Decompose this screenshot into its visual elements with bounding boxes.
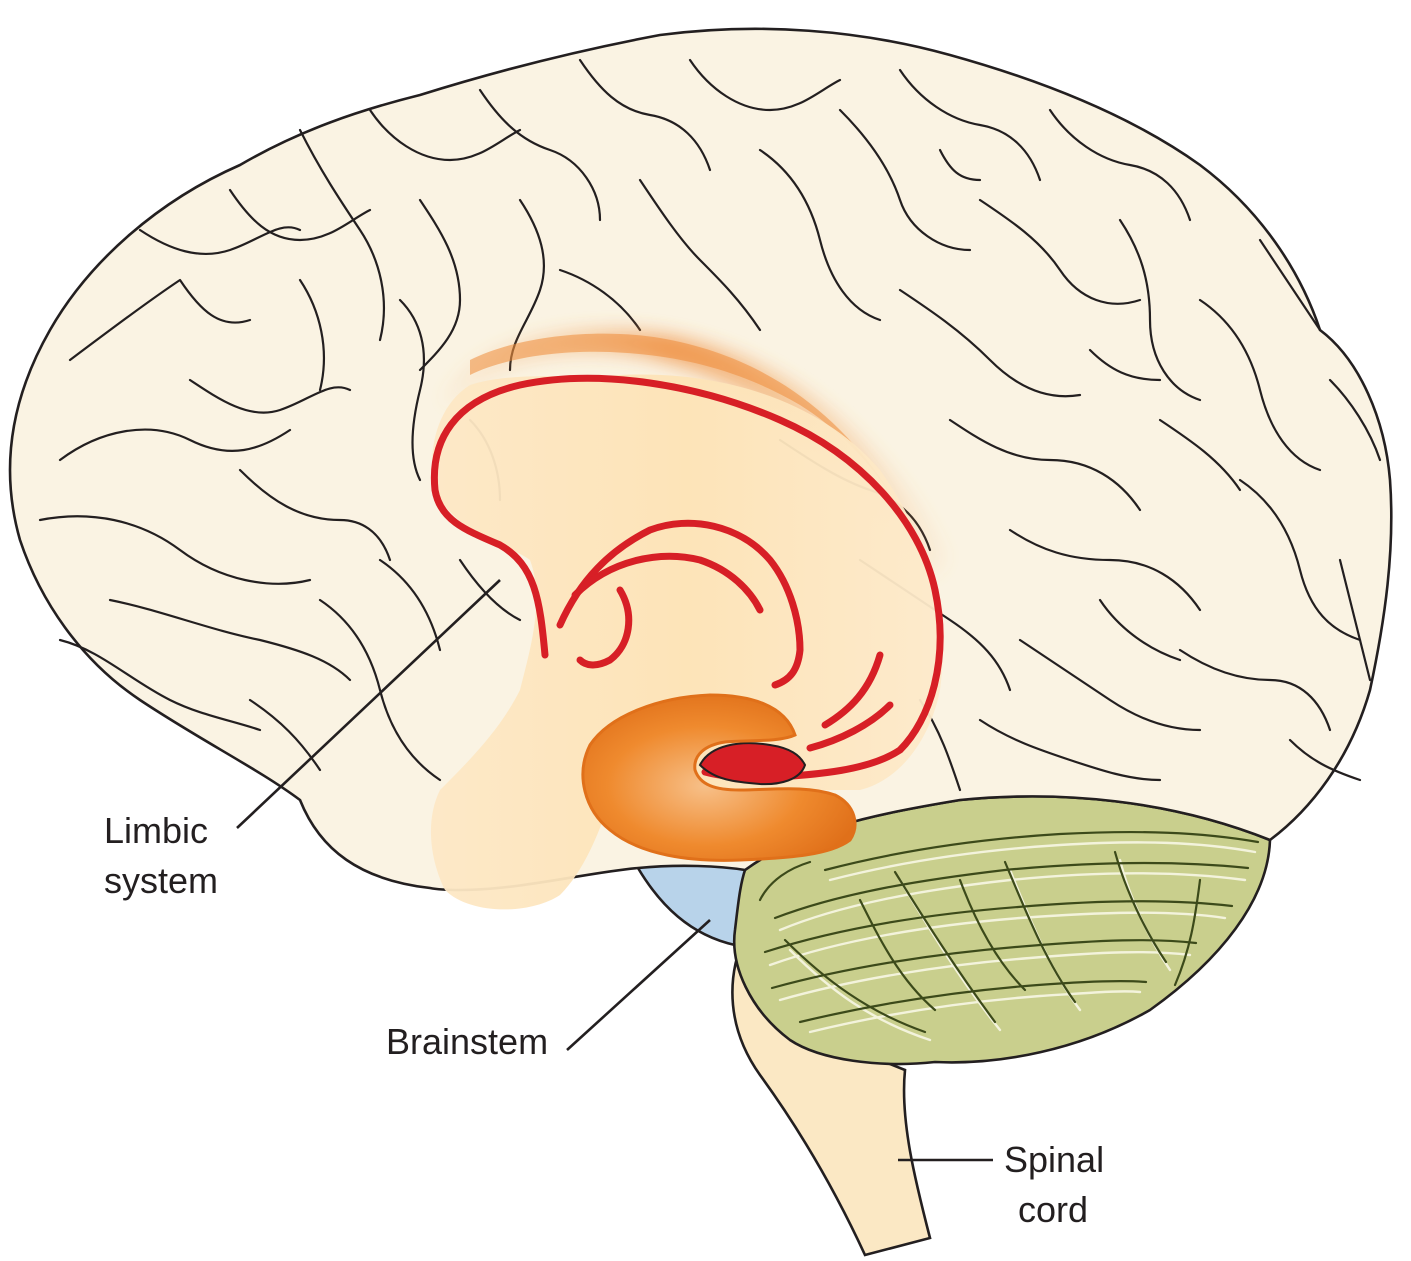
limbic-leader-line [236, 579, 501, 829]
brainstem-leader-line [566, 919, 711, 1051]
limbic-red-lines [430, 374, 944, 782]
brainstem-label: Brainstem [386, 1021, 548, 1062]
amygdala-shape [698, 742, 807, 786]
cingulate-band [470, 333, 905, 520]
cerebral-gyri [38, 58, 1382, 792]
spinal-label: Spinal cord [1004, 1139, 1114, 1230]
limbic-label: Limbic system [104, 810, 218, 901]
hippocampus-shape [581, 693, 857, 862]
spinal-label-line2: cord [1018, 1189, 1088, 1230]
cerebellum-folia [758, 830, 1260, 1034]
spinal-label-line1: Spinal [1004, 1139, 1104, 1180]
limbic-label-line1: Limbic [104, 810, 208, 851]
limbic-label-line2: system [104, 860, 218, 901]
